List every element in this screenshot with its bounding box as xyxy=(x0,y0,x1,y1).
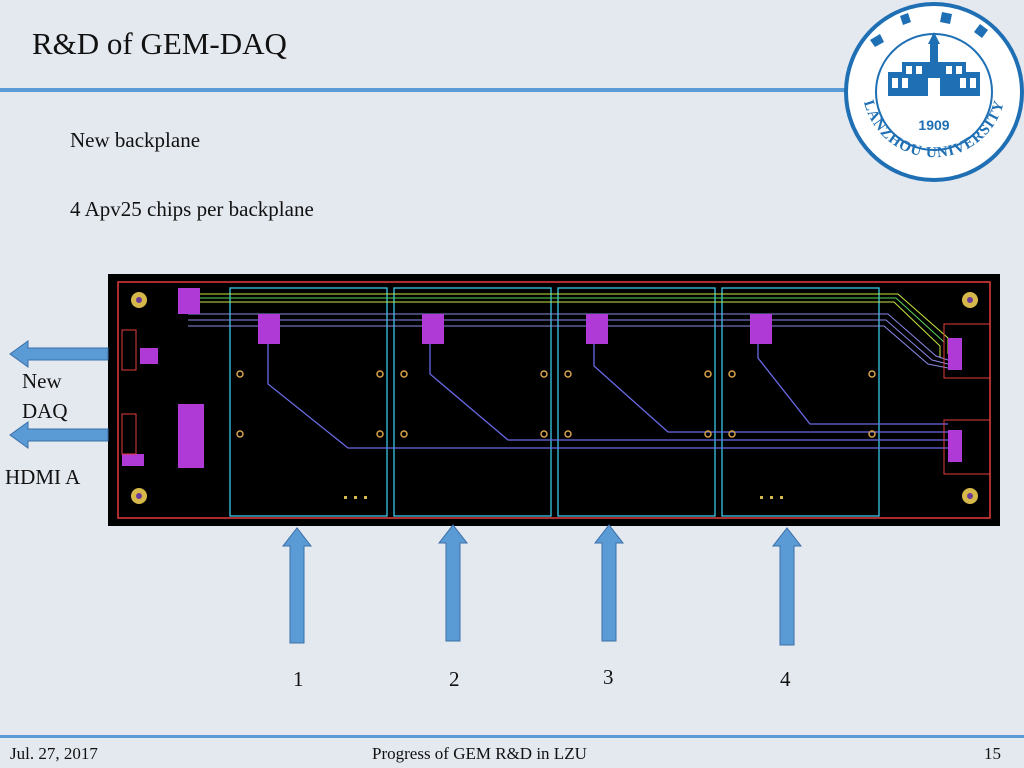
label-apv-1: 1 xyxy=(293,667,304,691)
arrow-left-new-daq xyxy=(9,340,109,368)
slide-title: R&D of GEM-DAQ xyxy=(32,26,287,61)
label-daq: DAQ xyxy=(22,399,68,423)
subtitle-new-backplane: New backplane xyxy=(70,128,201,152)
label-apv-2: 2 xyxy=(449,667,460,691)
label-apv-4: 4 xyxy=(780,667,791,691)
title-divider xyxy=(0,88,845,92)
backplane-pcb-layout xyxy=(108,274,1000,526)
arrow-up-3 xyxy=(593,524,625,642)
logo-year: 1909 xyxy=(918,117,949,133)
footer-divider xyxy=(0,735,1024,738)
label-hdmi: HDMI A xyxy=(5,465,81,489)
arrow-up-1 xyxy=(281,527,313,644)
page-number: 15 xyxy=(984,744,1001,763)
arrow-left-hdmi xyxy=(9,421,109,449)
footer-date: Jul. 27, 2017 xyxy=(10,744,98,763)
lanzhou-university-logo: 1909 LANZHOU UNIVERSITY xyxy=(844,2,1024,182)
subtitle-apv25-chips: 4 Apv25 chips per backplane xyxy=(70,197,314,221)
footer-title: Progress of GEM R&D in LZU xyxy=(372,744,587,763)
arrow-up-2 xyxy=(437,524,469,642)
arrow-up-4 xyxy=(771,527,803,646)
label-apv-3: 3 xyxy=(603,665,614,689)
label-new: New xyxy=(22,369,62,393)
